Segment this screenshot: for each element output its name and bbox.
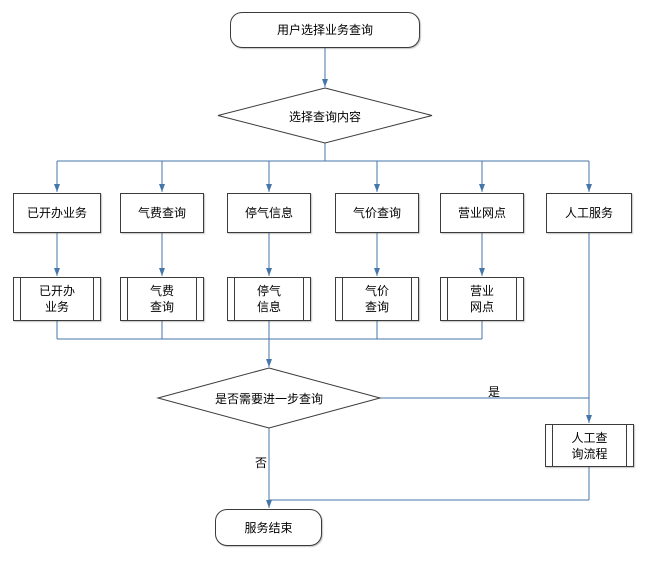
branch-label: 人工服务 bbox=[564, 206, 613, 220]
connectors-group bbox=[54, 48, 592, 508]
branch-gas-stop-info: 停气信息 bbox=[227, 193, 311, 233]
subprocess-manual-query-flow: 人工查 询流程 bbox=[545, 424, 634, 467]
branch-gas-fee-query: 气费查询 bbox=[120, 193, 204, 233]
branch-label: 已开办业务 bbox=[26, 206, 87, 220]
yes-label: 是 bbox=[488, 385, 501, 399]
decision-select-content-shape bbox=[217, 87, 433, 144]
branch-label: 气价查询 bbox=[352, 206, 401, 220]
subprocess-label-line2: 查询 bbox=[149, 300, 174, 314]
subprocess-label-line1: 人工查 bbox=[571, 430, 608, 445]
end-label: 服务结束 bbox=[244, 520, 293, 535]
subprocess-label-line2: 询流程 bbox=[571, 446, 608, 461]
subprocess-label-line1: 已开办 bbox=[38, 284, 75, 298]
subprocess-label-line1: 营业 bbox=[469, 284, 494, 298]
branch-manual-service: 人工服务 bbox=[546, 193, 632, 233]
subprocess-opened-business: 已开办 业务 bbox=[13, 277, 101, 321]
subprocess-gas-price-query: 气价 查询 bbox=[335, 277, 419, 321]
end-terminator: 服务结束 bbox=[215, 509, 322, 546]
branch-opened-business: 已开办业务 bbox=[13, 193, 101, 233]
subprocess-label-line2: 查询 bbox=[364, 300, 389, 314]
subprocess-label-line2: 信息 bbox=[256, 300, 281, 314]
start-terminator: 用户选择业务查询 bbox=[230, 12, 420, 48]
start-label: 用户选择业务查询 bbox=[276, 23, 373, 37]
subprocess-label-line1: 停气 bbox=[256, 284, 281, 298]
subprocess-label-line1: 气费 bbox=[149, 284, 174, 298]
subprocess-gas-fee-query: 气费 查询 bbox=[120, 277, 204, 321]
decision-need-further-query-shape bbox=[156, 367, 382, 429]
branch-label: 营业网点 bbox=[457, 206, 506, 220]
branch-label: 停气信息 bbox=[244, 206, 293, 220]
no-label: 否 bbox=[255, 456, 268, 470]
subprocess-gas-stop-info: 停气 信息 bbox=[227, 277, 311, 321]
subprocess-label-line2: 网点 bbox=[469, 300, 494, 314]
decision-shapes bbox=[156, 87, 433, 429]
branch-service-outlets: 营业网点 bbox=[440, 193, 524, 233]
subprocess-service-outlets: 营业 网点 bbox=[440, 277, 524, 321]
subprocess-label-line1: 气价 bbox=[364, 284, 389, 298]
subprocess-label-line2: 业务 bbox=[44, 300, 69, 314]
branch-label: 气费查询 bbox=[137, 206, 186, 220]
branch-gas-price-query: 气价查询 bbox=[335, 193, 419, 233]
